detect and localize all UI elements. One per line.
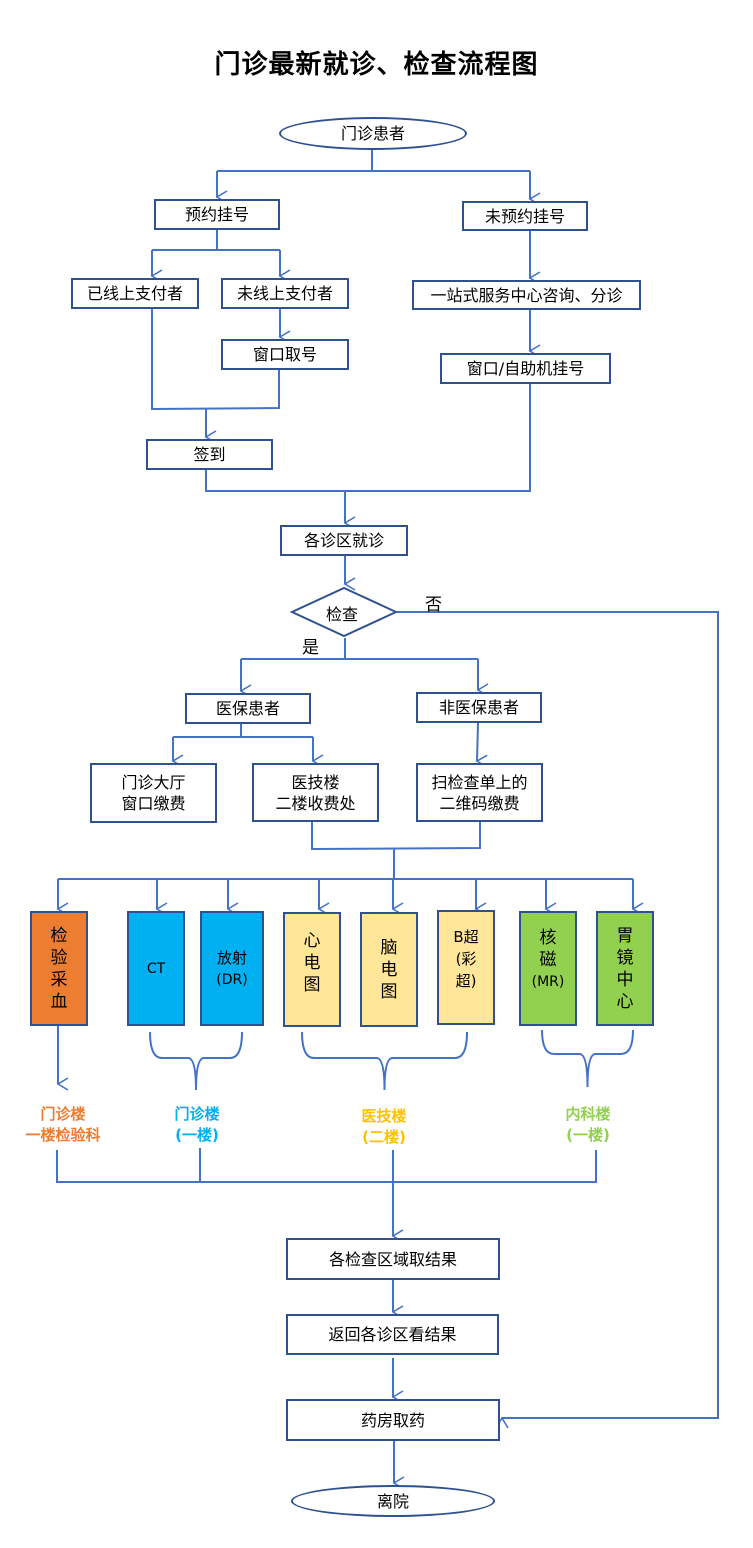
uninsured-node: 非医保患者 xyxy=(416,692,542,723)
connector xyxy=(311,822,481,851)
no-path-to-pharmacy xyxy=(397,611,719,1429)
exam-mri: 核磁(MR) xyxy=(519,911,577,1026)
exam-ecg: 心电图 xyxy=(283,912,341,1027)
pay-qr-line2: 二维码缴费 xyxy=(439,793,520,813)
pay-tech-line2: 二楼收费处 xyxy=(275,793,356,813)
pay-hall-line1: 门诊大厅 xyxy=(121,773,186,792)
connector xyxy=(205,384,531,492)
yes-label: 是 xyxy=(302,638,319,658)
not-paid-online-node: 未线上支付者 xyxy=(221,278,349,309)
no-label: 否 xyxy=(425,595,442,615)
booked-node: 预约挂号 xyxy=(154,199,280,230)
building-label-internal: 内科楼(一楼) xyxy=(565,1105,611,1144)
building-label-tech: 医技楼(二楼) xyxy=(361,1107,407,1146)
leave-node: 离院 xyxy=(291,1485,495,1517)
pay-tech-node: 医技楼 二楼收费处 xyxy=(252,763,379,822)
not-booked-node: 未预约挂号 xyxy=(462,201,588,231)
exam-gastroscopy: 胃镜中心 xyxy=(596,911,654,1026)
insured-node: 医保患者 xyxy=(185,693,311,724)
pay-hall-node: 门诊大厅 窗口缴费 xyxy=(90,763,217,823)
pay-tech-line1: 医技楼 xyxy=(291,772,340,792)
exam-decision-label: 检查 xyxy=(326,605,359,624)
consultation-node: 各诊区就诊 xyxy=(280,525,408,556)
window-self-register-node: 窗口/自助机挂号 xyxy=(440,353,611,384)
get-results-node: 各检查区域取结果 xyxy=(286,1238,500,1280)
exam-dr: 放射(DR) xyxy=(200,911,264,1026)
connector xyxy=(151,309,280,411)
building-label-lab: 门诊楼一楼检验科 xyxy=(25,1105,101,1144)
exam-eeg: 脑电图 xyxy=(360,912,418,1027)
window-ticket-node: 窗口取号 xyxy=(221,339,349,370)
brace-internal xyxy=(541,1029,634,1088)
exam-ct: CT xyxy=(127,911,185,1026)
exam-decision-diamond xyxy=(289,586,399,638)
return-results-node: 返回各诊区看结果 xyxy=(286,1314,499,1355)
service-center-node: 一站式服务中心咨询、分诊 xyxy=(412,280,641,310)
page-title: 门诊最新就诊、检查流程图 xyxy=(214,50,539,80)
results-merge-bar xyxy=(56,1150,597,1183)
brace-tech xyxy=(301,1031,468,1091)
pay-qr-node: 扫检查单上的 二维码缴费 xyxy=(416,763,543,822)
paid-online-node: 已线上支付者 xyxy=(71,278,199,309)
check-in-node: 签到 xyxy=(146,439,273,470)
arrow-to-pay-qr xyxy=(475,722,488,768)
pay-qr-line1: 扫检查单上的 xyxy=(431,772,528,792)
pay-hall-line2: 窗口缴费 xyxy=(121,794,186,813)
brace-outpatient xyxy=(149,1031,243,1091)
start-node: 门诊患者 xyxy=(279,117,467,150)
exam-ultrasound: B超(彩超) xyxy=(437,910,495,1025)
pharmacy-node: 药房取药 xyxy=(286,1399,500,1441)
building-label-outpatient: 门诊楼(一楼) xyxy=(174,1105,220,1144)
exam-lab-blood: 检验采血 xyxy=(30,911,88,1026)
